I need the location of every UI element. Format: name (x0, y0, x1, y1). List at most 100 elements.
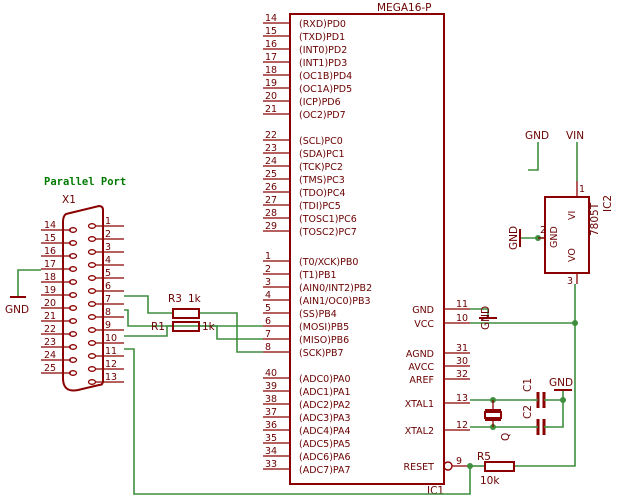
mcu-pin-name: (ADC6)PA6 (299, 452, 351, 463)
regulator-pin-gnd: GND (549, 226, 560, 248)
port-pin-socket (68, 266, 78, 272)
mcu-pin-name: (ADC1)PA1 (299, 387, 351, 398)
mcu-pin-number: 34 (265, 446, 277, 457)
gnd-label: GND (480, 306, 492, 330)
mcu-pin-name: (INT1)PD3 (299, 58, 347, 69)
port-pin-number: 17 (44, 259, 56, 270)
port-pin-number: 7 (105, 294, 111, 305)
mcu-pin-number: 19 (265, 78, 277, 89)
mcu-pin-name: AGND (406, 349, 434, 360)
port-pin-socket (87, 353, 97, 359)
port-pin-number: 24 (44, 350, 56, 361)
vin-label: VIN (566, 130, 584, 142)
port-pin-number: 19 (44, 285, 56, 296)
port-pin-socket (68, 357, 78, 363)
mcu-pin-number: 36 (265, 420, 277, 431)
regulator-pin-number: 3 (567, 276, 573, 287)
port-pin-socket (87, 340, 97, 346)
port-pin-number: 6 (105, 281, 111, 292)
wire-pin8-mosi (124, 309, 263, 327)
wire-gnd-top (528, 142, 539, 171)
mcu-pin-name: (T0/XCK)PB0 (299, 257, 358, 268)
mcu-pin-name: GND (412, 305, 434, 316)
mcu-pin-name: (T1)PB1 (299, 270, 337, 281)
reset-inversion-bubble (443, 461, 453, 471)
port-pin-number: 14 (44, 220, 56, 231)
port-pin-number: 16 (44, 246, 56, 257)
port-title: Parallel Port (44, 176, 126, 188)
mcu-pin-number: 39 (265, 381, 277, 392)
mcu-pin-number: 21 (265, 104, 277, 115)
mcu-pin-number: 26 (265, 182, 277, 193)
mcu-pin-number: 3 (265, 277, 271, 288)
mcu-pin-number: 8 (265, 342, 271, 353)
r3-label: R3 (168, 293, 182, 305)
wire-r1-miso (199, 325, 263, 340)
mcu-pin-name: (RXD)PD0 (299, 19, 346, 30)
mcu-pin-name: (ADC7)PA7 (299, 465, 351, 476)
wire-r3-sck (199, 312, 263, 353)
port-pin-socket (87, 366, 97, 372)
mcu-pin-number: 23 (265, 143, 277, 154)
port-pin-number: 15 (44, 233, 56, 244)
c2-label: C2 (522, 405, 534, 419)
port-pin-socket (68, 305, 78, 311)
mcu-pin-name: XTAL2 (405, 426, 434, 437)
wire-port-gnd (17, 269, 41, 297)
port-pin-socket (68, 344, 78, 350)
mcu-pin-name: (OC1A)PD5 (299, 84, 352, 95)
gnd-regulator: GND (508, 226, 521, 250)
capacitor-c1: C1 (522, 378, 549, 408)
mcu-pin-name: (MISO)PB6 (299, 335, 349, 346)
port-pin-socket (68, 253, 78, 259)
gnd-port: GND (5, 296, 29, 316)
wire-mcu-gnd (470, 308, 489, 318)
junction-dot (467, 463, 473, 469)
port-pin-socket (87, 314, 97, 320)
port-pin-socket (68, 318, 78, 324)
mcu-pin-name: AVCC (408, 362, 434, 373)
mcu-left-pins: 14(RXD)PD015(TXD)PD116(INT0)PD217(INT1)P… (263, 13, 372, 476)
mcu-ic: MEGA16-P IC1 14(RXD)PD015(TXD)PD116(INT0… (263, 2, 470, 497)
mcu-name: MEGA16-P (377, 2, 432, 14)
port-pin-socket (68, 227, 78, 233)
mcu-pin-number: 17 (265, 52, 277, 63)
port-pin-socket (68, 240, 78, 246)
mcu-pin-name: (ICP)PD6 (299, 97, 341, 108)
mcu-pin-number: 11 (456, 299, 468, 310)
gnd-label: GND (508, 226, 520, 250)
resistor-r3: R3 1k (168, 293, 202, 319)
mcu-pin-name: (SS)PB4 (299, 309, 337, 320)
mcu-pin-number: 38 (265, 394, 277, 405)
port-pin-socket (87, 223, 97, 229)
regulator-pin-vi: VI (567, 211, 578, 220)
gnd-xtal: GND (549, 377, 573, 391)
port-pin-number: 13 (105, 372, 117, 383)
gnd-symbols: GND GND GND GND GND VIN (5, 130, 584, 391)
mcu-pin-number: 22 (265, 130, 277, 141)
port-pin-socket (68, 292, 78, 298)
port-pin-number: 25 (44, 363, 56, 374)
wire-vo-rail (514, 284, 576, 467)
mcu-pin-number: 12 (456, 420, 468, 431)
mcu-pin-number: 30 (456, 356, 468, 367)
port-pin-number: 2 (105, 229, 111, 240)
mcu-pin-number: 37 (265, 407, 277, 418)
mcu-body (289, 13, 445, 485)
mcu-pin-name: (TDO)PC4 (299, 188, 345, 199)
mcu-pin-name: (TCK)PC2 (299, 162, 343, 173)
port-pin-number: 1 (105, 216, 111, 227)
resistor-r5: R5 10k (477, 451, 515, 487)
mcu-pin-name: (MOSI)PB5 (299, 322, 349, 333)
mcu-pin-name: XTAL1 (405, 399, 434, 410)
mcu-pin-name: (TDI)PC5 (299, 201, 341, 212)
mcu-pin-name: (TMS)PC3 (299, 175, 345, 186)
port-ref: X1 (62, 194, 76, 206)
wire-pin11-reset (124, 348, 471, 495)
mcu-pin-number: 4 (265, 290, 271, 301)
r3-value: 1k (188, 293, 202, 305)
mcu-pin-number: 35 (265, 433, 277, 444)
mcu-pin-number: 32 (456, 369, 468, 380)
mcu-pin-number: 20 (265, 91, 277, 102)
junction-dot (560, 397, 566, 403)
